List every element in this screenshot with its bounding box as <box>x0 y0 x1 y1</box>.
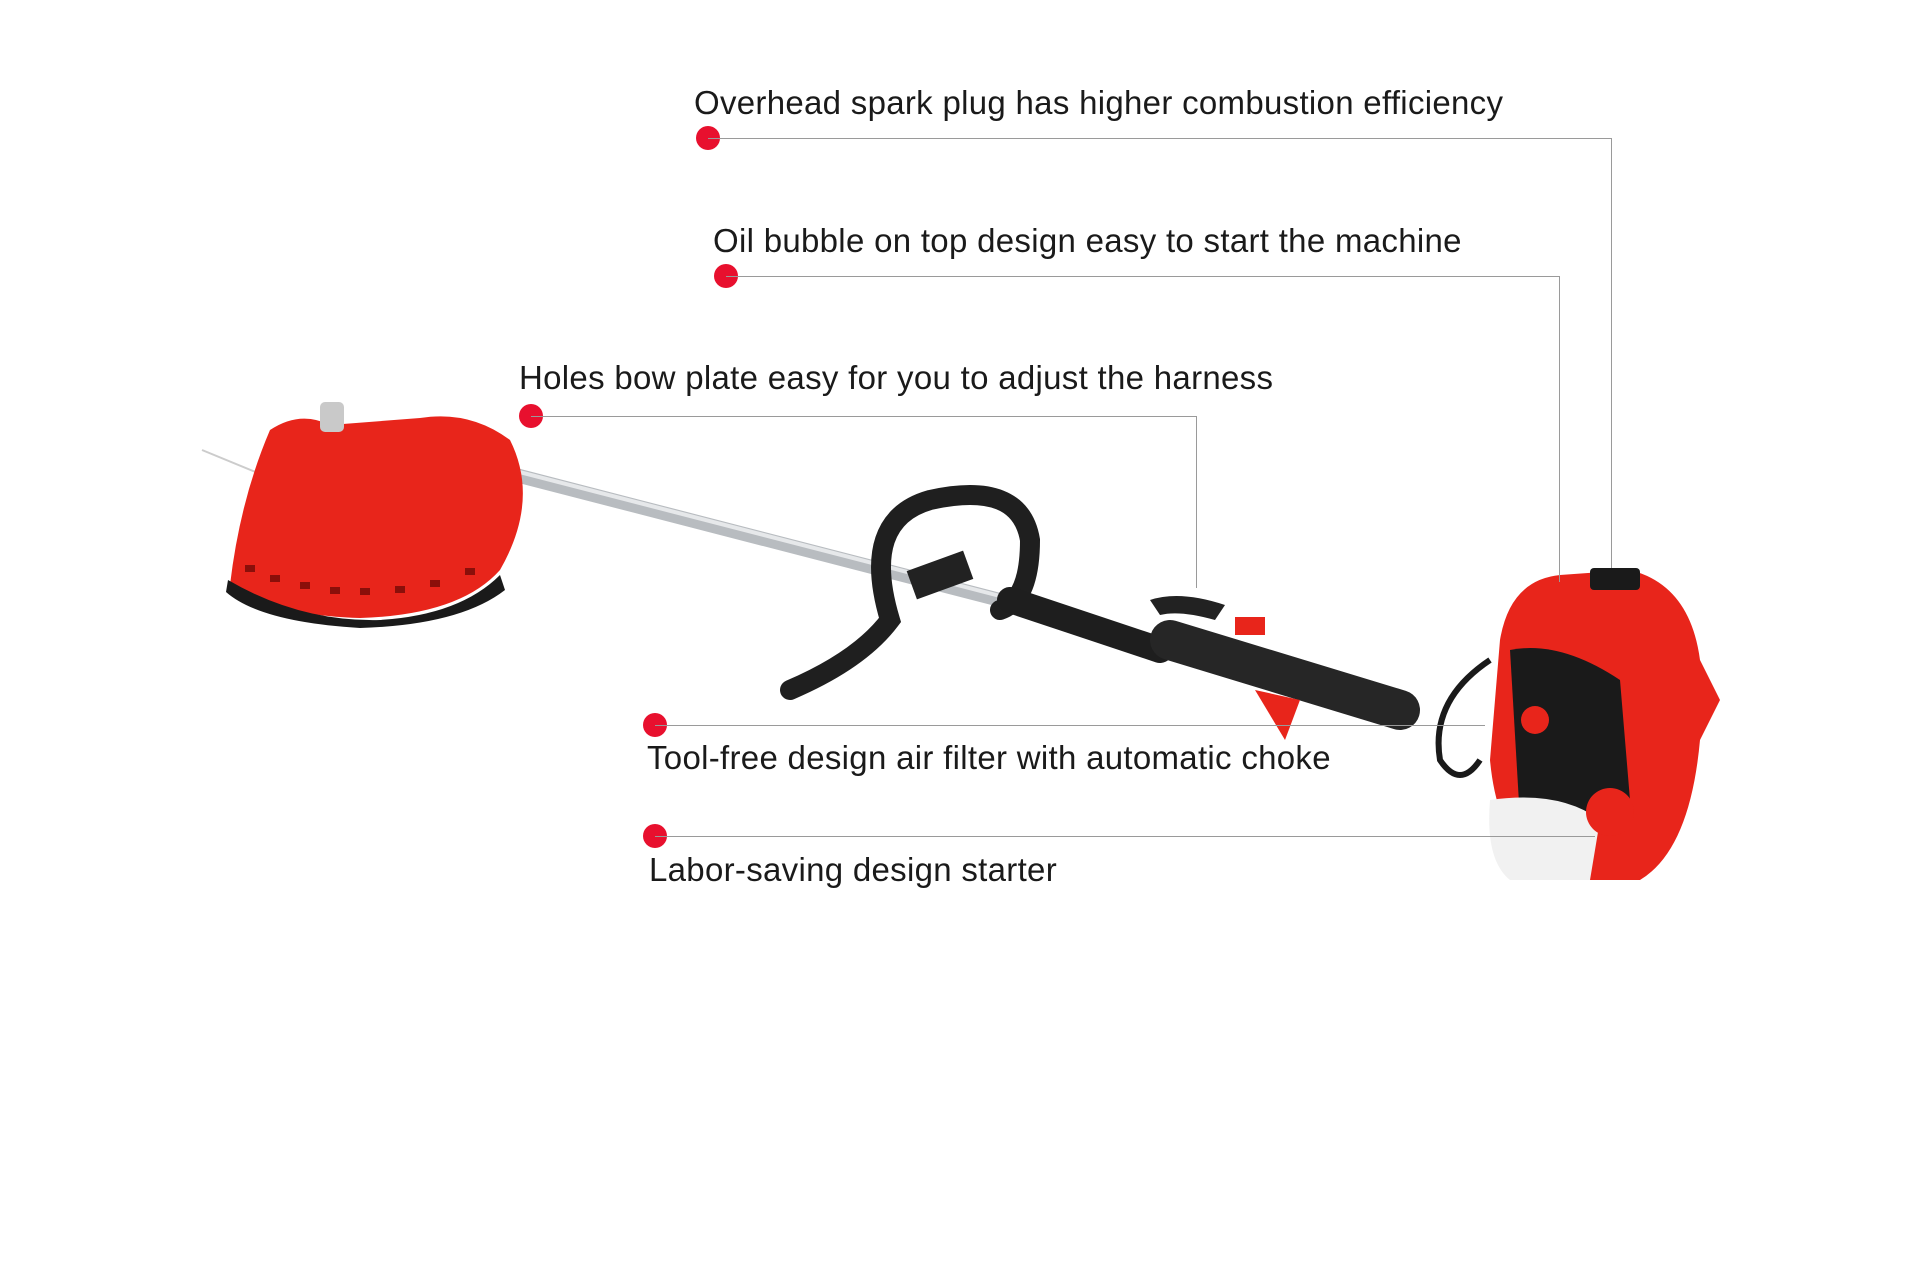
callout-label-air-filter: Tool-free design air filter with automat… <box>647 739 1331 776</box>
callout-label-starter: Labor-saving design starter <box>649 851 1057 888</box>
leader-line-air-filter <box>655 725 1485 726</box>
callout-label-oil-bubble: Oil bubble on top design easy to start t… <box>713 222 1462 259</box>
leader-line-bow-plate-vertical <box>1196 416 1197 588</box>
leader-line-spark-plug-vertical <box>1611 138 1612 568</box>
leader-line-oil-bubble <box>726 276 1559 277</box>
leader-line-oil-bubble-vertical <box>1559 276 1560 582</box>
callout-label-bow-plate: Holes bow plate easy for you to adjust t… <box>519 359 1274 396</box>
leader-line-starter <box>655 836 1595 837</box>
leader-line-spark-plug <box>708 138 1611 139</box>
callout-label-spark-plug: Overhead spark plug has higher combustio… <box>694 84 1504 121</box>
leader-line-bow-plate <box>531 416 1196 417</box>
